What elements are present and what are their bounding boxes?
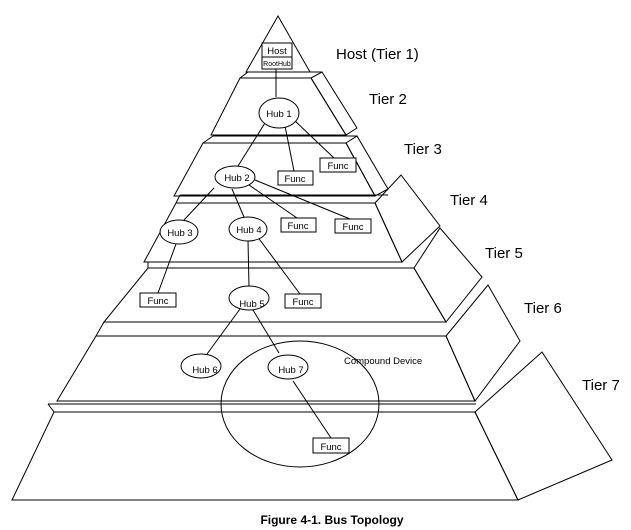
tier-5-label: Tier 5: [485, 245, 523, 262]
function-label: Func: [327, 161, 348, 172]
function-box: [277, 170, 314, 186]
tier-6-layer: [56, 284, 521, 402]
hub-2-node: [214, 165, 256, 189]
hub-6-node: [180, 353, 222, 379]
tier-2-layer: [210, 71, 358, 136]
hub-1-label: Hub 1: [266, 109, 291, 120]
hub-5-node: [228, 285, 270, 311]
function-box: [139, 292, 177, 308]
tier-7-label: Tier 7: [582, 377, 620, 394]
function-box: [312, 437, 350, 454]
function-label: Func: [284, 174, 305, 185]
function-label: Func: [292, 297, 313, 308]
host-node: [261, 42, 293, 70]
tier-6-label: Tier 6: [524, 300, 562, 317]
hub-3-label: Hub 3: [167, 228, 192, 239]
connection-lines: [157, 69, 351, 439]
compound-device-boundary: [220, 340, 380, 468]
hub-3-node: [159, 219, 199, 245]
hub-2-label: Hub 2: [224, 173, 249, 184]
function-label: Func: [320, 442, 341, 453]
tier-1-label: Host (Tier 1): [336, 46, 419, 63]
tier-3-label: Tier 3: [404, 141, 442, 158]
tier-4-label: Tier 4: [450, 192, 488, 209]
hub-5-label: Hub 5: [239, 299, 264, 310]
tier-5-layer: [102, 227, 483, 323]
hub-4-label: Hub 4: [236, 225, 261, 236]
hub-6-label: Hub 6: [192, 365, 217, 376]
tier-7-layer: [11, 351, 613, 501]
root-hub-label: RootHub: [263, 61, 291, 68]
function-label: Func: [147, 296, 168, 307]
function-box: [319, 157, 357, 173]
figure-caption: Figure 4-1. Bus Topology: [260, 513, 403, 527]
function-box: [280, 217, 317, 233]
function-label: Func: [287, 221, 308, 232]
hub-4-node: [228, 216, 268, 242]
function-label: Func: [342, 222, 363, 233]
function-box: [284, 293, 322, 309]
hub-7-node: [267, 354, 309, 380]
compound-device-label: Compound Device: [344, 356, 422, 367]
hub-1-node: [258, 97, 300, 129]
tier-2-label: Tier 2: [369, 91, 407, 108]
host-label: Host: [267, 46, 287, 57]
function-box: [334, 218, 372, 234]
hub-7-label: Hub 7: [278, 365, 303, 376]
